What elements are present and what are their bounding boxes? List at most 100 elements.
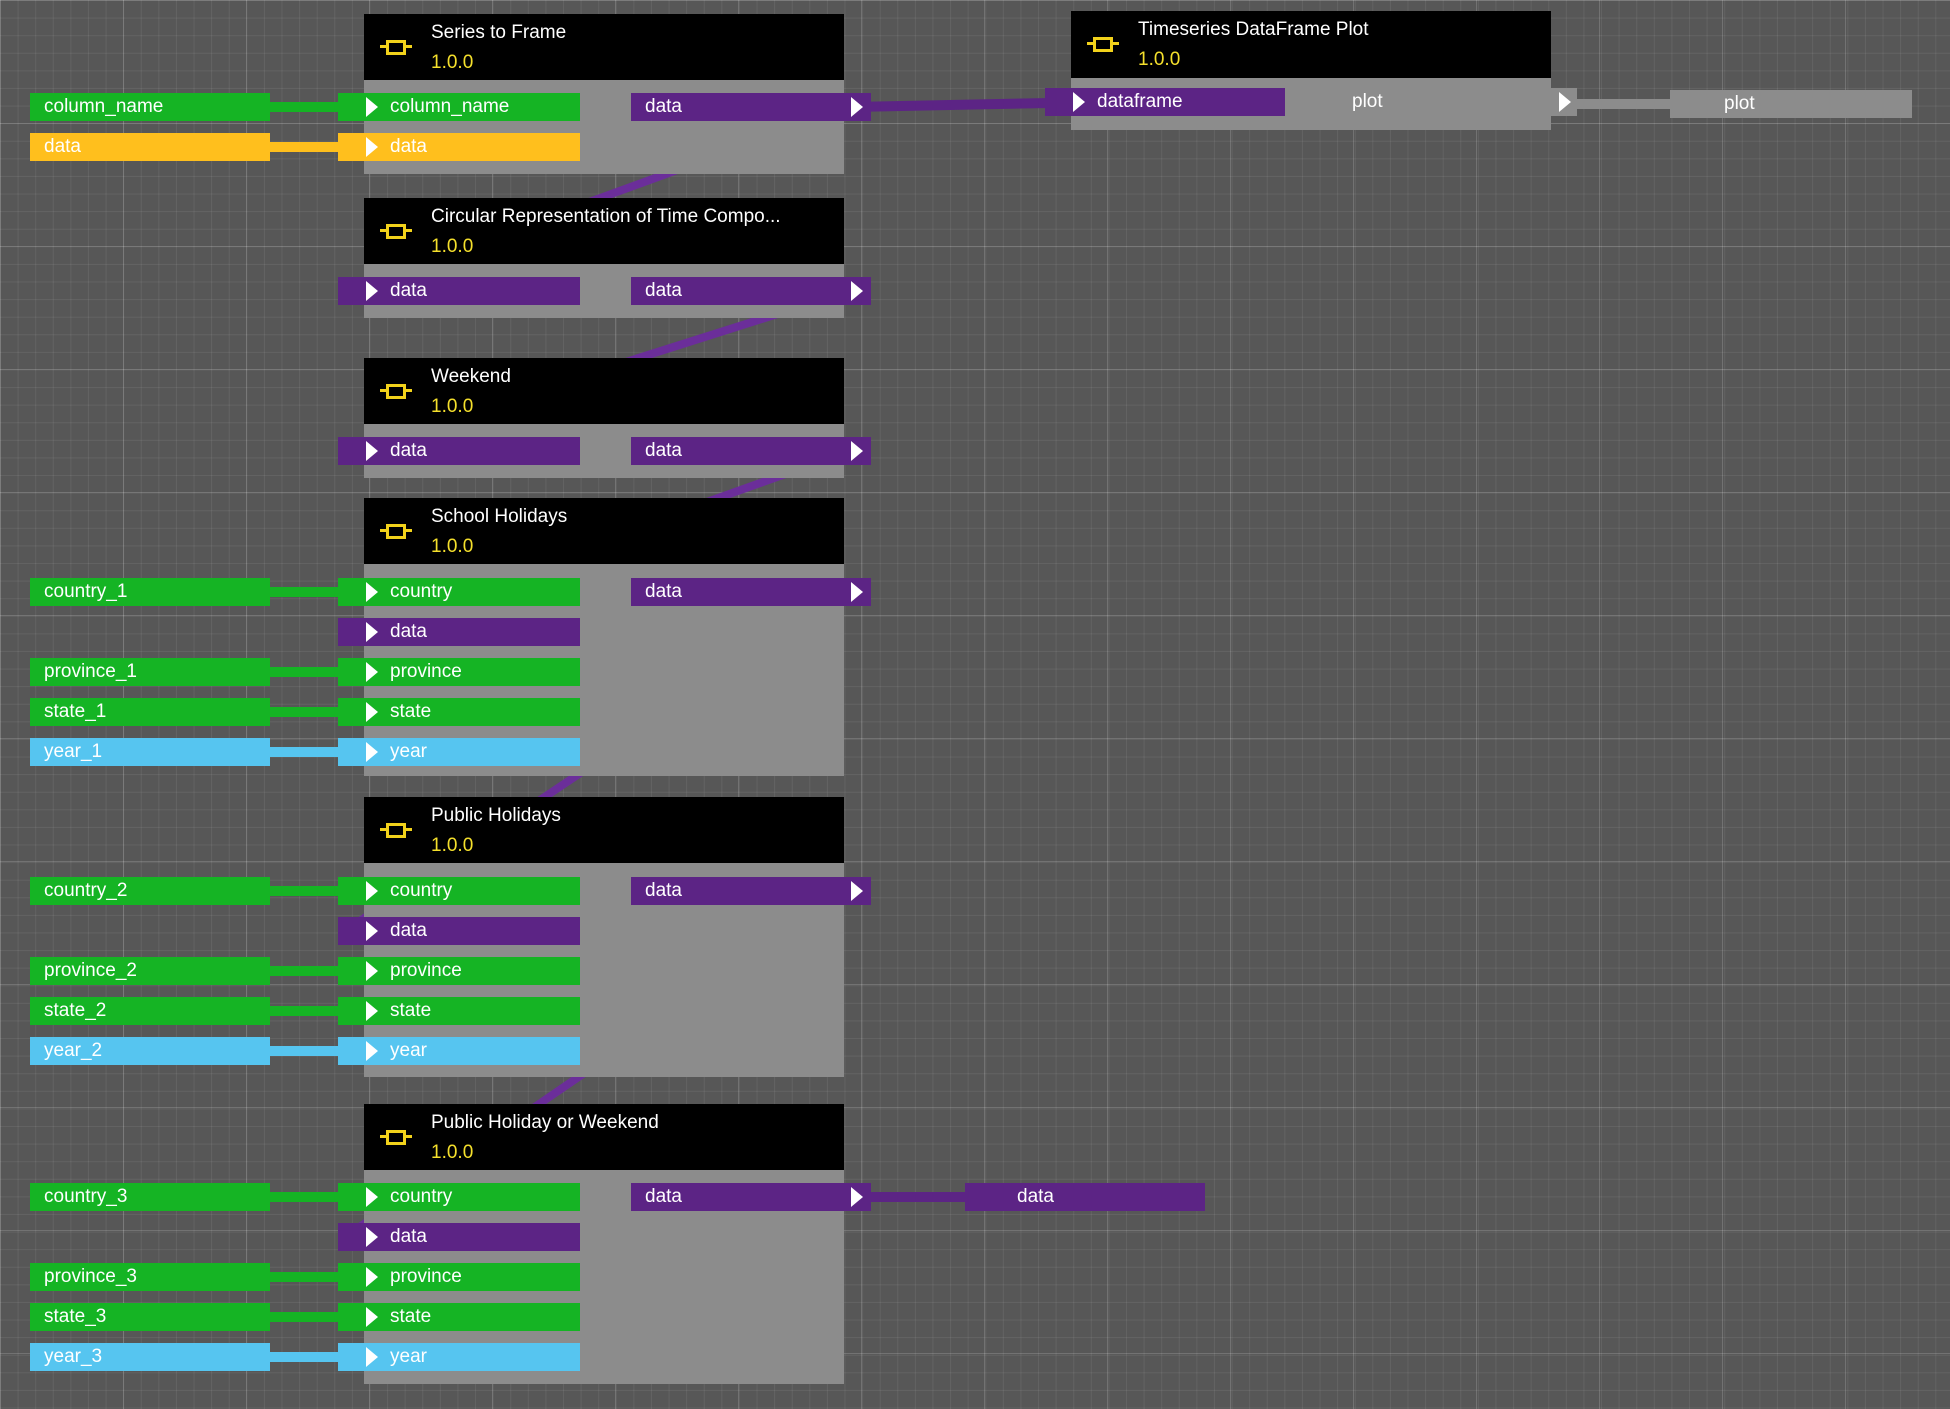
output-port-data[interactable]: data	[631, 277, 871, 305]
node-version: 1.0.0	[431, 396, 474, 417]
graph-input-country-3[interactable]: country_3	[30, 1183, 270, 1211]
port-label: year	[390, 741, 427, 762]
node-title: Timeseries DataFrame Plot	[1138, 19, 1369, 40]
node-version: 1.0.0	[431, 236, 474, 257]
output-port-data[interactable]: data	[631, 877, 871, 905]
graph-input-province-2[interactable]: province_2	[30, 957, 270, 985]
port-label: data	[645, 96, 682, 117]
node-block-icon	[1087, 34, 1119, 52]
graph-input-state-1[interactable]: state_1	[30, 698, 270, 726]
input-arrow-icon	[366, 662, 378, 682]
input-arrow-icon	[366, 1001, 378, 1021]
node-school-holidays[interactable]: School Holidays 1.0.0 country data provi…	[338, 498, 871, 776]
node-version: 1.0.0	[431, 536, 474, 557]
node-header[interactable]: Public Holidays 1.0.0	[364, 797, 844, 863]
port-label: data	[645, 280, 682, 301]
input-port-state[interactable]: state	[338, 1303, 580, 1331]
graph-input-year-1[interactable]: year_1	[30, 738, 270, 766]
graph-input-year-2[interactable]: year_2	[30, 1037, 270, 1065]
output-port-plot[interactable]: plot	[1285, 88, 1577, 116]
node-series-to-frame[interactable]: Series to Frame 1.0.0 column_name data d…	[338, 14, 871, 174]
port-label: country	[390, 1186, 453, 1207]
node-title: Series to Frame	[431, 22, 567, 43]
graph-output-data[interactable]: data	[965, 1183, 1205, 1211]
input-arrow-icon	[1073, 92, 1085, 112]
output-port-data[interactable]: data	[631, 437, 871, 465]
graph-input-data[interactable]: data	[30, 133, 270, 161]
input-port-data[interactable]: data	[338, 917, 580, 945]
node-header[interactable]: Timeseries DataFrame Plot 1.0.0	[1071, 11, 1551, 78]
graph-input-province-1[interactable]: province_1	[30, 658, 270, 686]
graph-input-column-name[interactable]: column_name	[30, 93, 270, 121]
node-title: Circular Representation of Time Compo...	[431, 206, 781, 227]
output-arrow-icon[interactable]	[851, 881, 863, 901]
node-weekend[interactable]: Weekend 1.0.0 data data	[338, 358, 871, 478]
input-port-year[interactable]: year	[338, 1037, 580, 1065]
graph-input-label: province_3	[44, 1266, 137, 1287]
input-arrow-icon	[366, 622, 378, 642]
graph-input-country-1[interactable]: country_1	[30, 578, 270, 606]
graph-input-state-3[interactable]: state_3	[30, 1303, 270, 1331]
node-header[interactable]: Weekend 1.0.0	[364, 358, 844, 424]
node-title: Public Holidays	[431, 805, 561, 826]
output-arrow-icon[interactable]	[851, 1187, 863, 1207]
input-port-state[interactable]: state	[338, 997, 580, 1025]
output-port-data[interactable]: data	[631, 578, 871, 606]
graph-input-province-3[interactable]: province_3	[30, 1263, 270, 1291]
node-public-holiday-or-weekend[interactable]: Public Holiday or Weekend 1.0.0 country …	[338, 1104, 871, 1384]
node-public-holidays[interactable]: Public Holidays 1.0.0 country data provi…	[338, 797, 871, 1077]
port-label: state	[390, 1000, 432, 1021]
port-label: data	[390, 136, 427, 157]
input-port-state[interactable]: state	[338, 698, 580, 726]
graph-input-country-2[interactable]: country_2	[30, 877, 270, 905]
port-label: country	[390, 880, 453, 901]
graph-output-label: data	[1017, 1186, 1054, 1207]
input-port-column-name[interactable]: column_name	[338, 93, 580, 121]
input-arrow-icon	[366, 281, 378, 301]
output-port-data[interactable]: data	[631, 1183, 871, 1211]
graph-input-state-2[interactable]: state_2	[30, 997, 270, 1025]
node-header[interactable]: Public Holiday or Weekend 1.0.0	[364, 1104, 844, 1170]
graph-input-year-3[interactable]: year_3	[30, 1343, 270, 1371]
node-version: 1.0.0	[431, 835, 474, 856]
input-port-data[interactable]: data	[338, 618, 580, 646]
port-label: data	[645, 440, 682, 461]
output-arrow-icon[interactable]	[851, 97, 863, 117]
output-port-data[interactable]: data	[631, 93, 871, 121]
output-arrow-icon[interactable]	[851, 582, 863, 602]
input-port-data[interactable]: data	[338, 1223, 580, 1251]
port-label: province	[390, 661, 462, 682]
input-port-province[interactable]: province	[338, 658, 580, 686]
node-timeseries-dataframe-plot[interactable]: Timeseries DataFrame Plot 1.0.0 datafram…	[1045, 11, 1577, 130]
input-port-province[interactable]: province	[338, 957, 580, 985]
input-port-year[interactable]: year	[338, 738, 580, 766]
input-port-data[interactable]: data	[338, 277, 580, 305]
node-circular-representation[interactable]: Circular Representation of Time Compo...…	[338, 198, 871, 318]
graph-input-label: country_1	[44, 581, 128, 602]
input-port-year[interactable]: year	[338, 1343, 580, 1371]
port-label: country	[390, 581, 453, 602]
input-port-dataframe[interactable]: dataframe	[1045, 88, 1285, 116]
input-arrow-icon	[366, 742, 378, 762]
output-arrow-icon[interactable]	[851, 441, 863, 461]
input-port-province[interactable]: province	[338, 1263, 580, 1291]
input-port-country[interactable]: country	[338, 877, 580, 905]
node-header[interactable]: School Holidays 1.0.0	[364, 498, 844, 564]
node-header[interactable]: Series to Frame 1.0.0	[364, 14, 844, 80]
port-label: data	[645, 1186, 682, 1207]
input-port-data[interactable]: data	[338, 437, 580, 465]
output-arrow-icon[interactable]	[851, 281, 863, 301]
port-label: data	[390, 280, 427, 301]
node-header[interactable]: Circular Representation of Time Compo...…	[364, 198, 844, 264]
input-arrow-icon	[366, 1267, 378, 1287]
graph-input-label: state_3	[44, 1306, 107, 1327]
input-port-country[interactable]: country	[338, 578, 580, 606]
graph-input-label: province_1	[44, 661, 137, 682]
output-arrow-icon[interactable]	[1559, 92, 1571, 112]
port-label: data	[645, 581, 682, 602]
port-label: data	[390, 621, 427, 642]
input-port-data[interactable]: data	[338, 133, 580, 161]
graph-output-plot[interactable]: plot	[1670, 90, 1912, 118]
input-port-country[interactable]: country	[338, 1183, 580, 1211]
node-body: country data province state year data	[338, 564, 871, 776]
